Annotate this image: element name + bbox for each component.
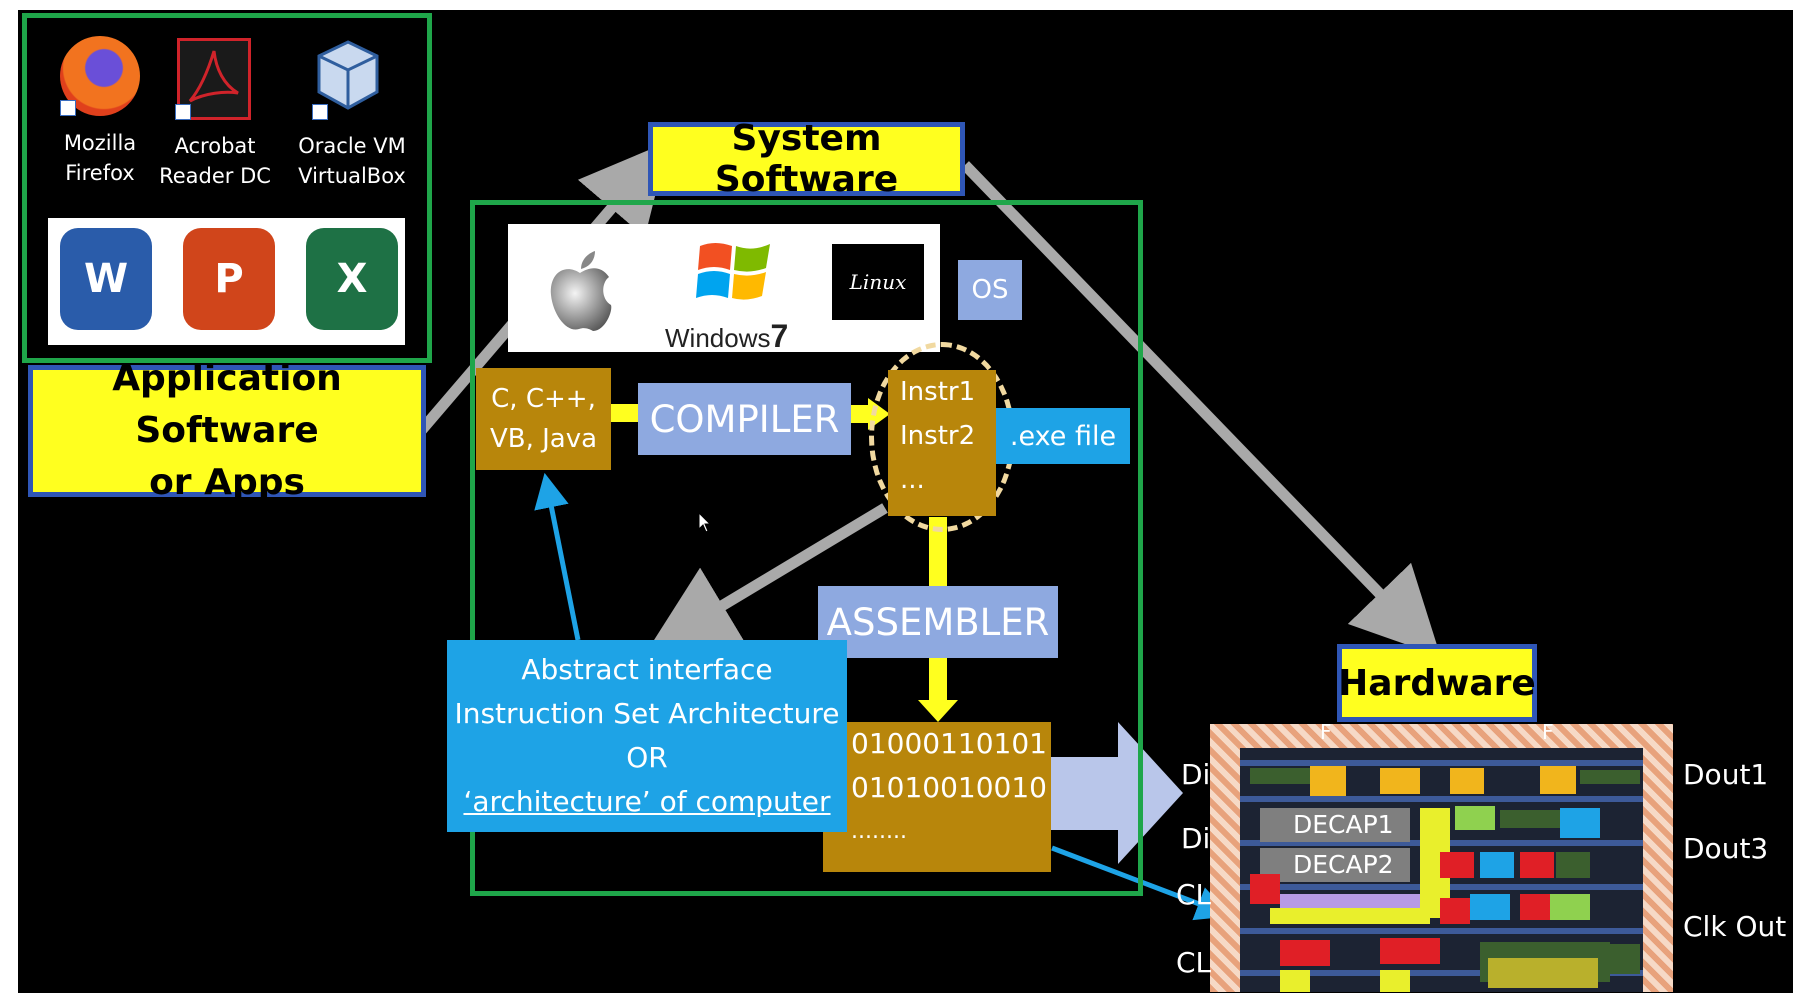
languages-line1: C, C++, (491, 384, 596, 414)
instr1-text: Instr1 (900, 377, 976, 407)
linux-text: Linux (849, 270, 907, 294)
word-letter: W (83, 256, 129, 302)
cursor-arrow-icon (698, 511, 712, 533)
system-software-text: System Software (714, 118, 899, 200)
instr2-text: Instr2 (900, 421, 976, 451)
pin-dout3-label: Dout3 (1683, 832, 1769, 865)
system-software-label: System Software (648, 118, 965, 200)
acrobat-caption-line1: Acrobat (174, 134, 256, 158)
flow-assembler-to-binary-head (918, 700, 958, 722)
pin-clk2-label: CL (1176, 946, 1212, 979)
acrobat-caption-line2: Reader DC (159, 164, 271, 188)
isa-box: Abstract interface Instruction Set Archi… (447, 640, 847, 832)
binary-line1: 01000110101 (851, 727, 1047, 760)
languages-line2: VB, Java (489, 424, 598, 454)
hardware-label: Hardware (1337, 644, 1537, 722)
windows7-wordmark: Windows7 (665, 318, 805, 354)
word-icon[interactable]: W (60, 228, 152, 330)
chip-layout: DECAP1 DECAP2 F F (1210, 720, 1673, 992)
windows-flag-icon (696, 243, 770, 300)
os-label: OS (958, 260, 1022, 320)
pin-dout1-label: Dout1 (1683, 758, 1769, 791)
isa-line2: Instruction Set Architecture (454, 697, 840, 730)
hardware-text: Hardware (1338, 662, 1536, 704)
apple-shape-icon (550, 251, 612, 331)
compiler-box: COMPILER (638, 383, 851, 455)
flow-instr-to-assembler (929, 517, 947, 587)
pin-clkout-label: Clk Out (1683, 910, 1787, 943)
apple-logo-icon (545, 245, 615, 335)
acrobat-caption: Acrobat Reader DC (150, 131, 280, 191)
excel-letter: X (336, 256, 368, 302)
instructions-box: Instr1 Instr2 ... (888, 370, 996, 516)
assembler-box: ASSEMBLER (818, 586, 1058, 658)
instr-more-text: ... (900, 465, 925, 495)
pin-din2-label: Di (1181, 822, 1211, 855)
arrow-binary-to-chip (1051, 845, 1232, 921)
chip-top-pin-f1: F (1320, 720, 1332, 744)
arrow-system-to-hardware (961, 161, 1441, 657)
arrow-binary-to-hardware-big (1050, 722, 1183, 864)
windows-logo-icon (690, 228, 780, 318)
chip-core (1240, 748, 1643, 992)
shortcut-arrow-icon (175, 104, 191, 120)
isa-line1: Abstract interface (521, 653, 773, 686)
pin-clk1-label: CL (1176, 878, 1212, 911)
assembler-text: ASSEMBLER (826, 600, 1050, 644)
arrow-isa-to-languages (534, 472, 581, 641)
apps-group-box (22, 13, 432, 363)
firefox-caption-line2: Firefox (65, 161, 135, 185)
isa-line4: ‘architecture’ of computer (463, 785, 831, 818)
exe-file-label: .exe file (996, 408, 1130, 464)
virtualbox-cube-icon (317, 40, 379, 110)
application-software-line2: or Apps (149, 462, 305, 503)
firefox-caption: Mozilla Firefox (40, 128, 160, 188)
decap2-label: DECAP2 (1293, 850, 1394, 879)
mouse-cursor-icon (698, 511, 712, 534)
excel-icon[interactable]: X (306, 228, 398, 330)
binary-line2: 01010010010 (851, 771, 1047, 804)
powerpoint-icon[interactable]: P (183, 228, 275, 330)
virtualbox-icon[interactable] (315, 38, 381, 114)
languages-box: C, C++, VB, Java (476, 368, 611, 470)
flow-assembler-to-binary (929, 655, 947, 705)
application-software-label: Application Software or Apps (28, 358, 426, 503)
powerpoint-letter: P (214, 256, 244, 302)
shortcut-arrow-icon (60, 100, 76, 116)
flow-compiler-to-instr (851, 405, 871, 423)
virtualbox-caption-line2: VirtualBox (298, 164, 406, 188)
chip-top-pin-f2: F (1542, 720, 1554, 744)
compiler-text: COMPILER (649, 397, 840, 441)
firefox-caption-line1: Mozilla (63, 131, 137, 155)
shortcut-arrow-icon (312, 104, 328, 120)
windows-number: 7 (770, 318, 789, 354)
binary-box: 01000110101 01010010010 ........ (823, 722, 1051, 872)
linux-logo-icon: Linux (832, 244, 924, 320)
application-software-line1: Application Software (112, 358, 342, 451)
pin-din1-label: Di (1181, 758, 1211, 791)
chip-cells-graphic (1240, 760, 1643, 992)
virtualbox-caption: Oracle VM VirtualBox (282, 131, 422, 191)
system-software-group-box (470, 200, 1143, 896)
binary-more: ........ (851, 819, 907, 844)
arrow-instr-to-isa (647, 503, 888, 651)
os-text: OS (971, 275, 1009, 305)
decap1-label: DECAP1 (1293, 810, 1394, 839)
acrobat-symbol-icon (188, 50, 239, 103)
exe-file-text: .exe file (1009, 420, 1117, 452)
windows-text: Windows (665, 323, 771, 353)
virtualbox-caption-line1: Oracle VM (298, 134, 406, 158)
flow-lang-to-compiler (611, 404, 641, 422)
isa-line3: OR (626, 741, 668, 774)
